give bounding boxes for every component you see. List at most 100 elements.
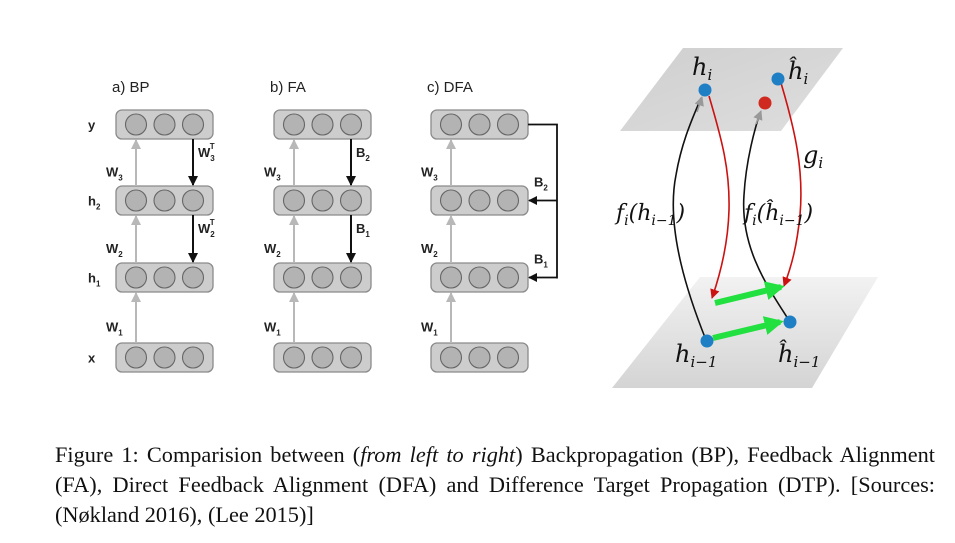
forward-weight-label: W2	[421, 241, 438, 259]
g-inverse-arrow	[780, 82, 802, 287]
node-h-prev	[700, 334, 714, 348]
neuron	[496, 266, 520, 289]
neuron	[311, 266, 334, 289]
neuron	[339, 189, 363, 212]
forward-arrow-h-tip	[694, 96, 704, 113]
forward-arrow-h	[672, 97, 707, 341]
neuron	[282, 113, 306, 136]
label-f-left: fi(hi−1)	[614, 201, 685, 229]
layer-box	[273, 185, 372, 216]
feedback-weight-label: W3T	[198, 142, 215, 163]
layer-box	[273, 342, 372, 373]
neuron	[282, 189, 306, 212]
neuron	[282, 266, 306, 289]
forward-weight-label: W1	[421, 320, 438, 338]
neuron	[153, 266, 176, 289]
forward-weight-label: W3	[106, 165, 123, 183]
label-hhat-i: ĥi	[788, 56, 808, 88]
target-arrow-left	[708, 95, 730, 299]
forward-arrow-hhat-tip	[753, 110, 763, 125]
figure-caption: Figure 1: Comparision between (from left…	[55, 440, 935, 530]
neuron	[339, 266, 363, 289]
layer-box	[273, 262, 372, 293]
neuron	[124, 346, 148, 369]
label-f-right: fi(ĥi−1)	[742, 199, 813, 229]
green-arrow-top	[714, 281, 785, 306]
panel-title: c) DFA	[427, 79, 473, 96]
feedback-weight-label: W2T	[198, 218, 215, 239]
label-h-i: hi	[692, 53, 712, 84]
neuron	[496, 113, 520, 136]
neuron	[282, 346, 306, 369]
node-hhat-prev	[783, 315, 797, 329]
green-arrow-bottom	[712, 316, 784, 341]
layer-box	[430, 342, 529, 373]
neuron	[153, 346, 176, 369]
neuron	[439, 346, 463, 369]
panel-title: b) FA	[270, 79, 306, 96]
layer-box	[115, 185, 214, 216]
label-h-prev: hi−1	[675, 340, 717, 371]
caption-prefix: Figure 1: Comparision between (	[55, 442, 361, 467]
label-hhat-prev: ĥi−1	[778, 339, 820, 371]
node-h-i	[698, 83, 712, 97]
forward-weight-label: W3	[264, 165, 281, 183]
forward-weight-label: W2	[264, 241, 281, 259]
neuron	[181, 346, 205, 369]
neuron	[468, 346, 491, 369]
layer-box	[430, 109, 529, 140]
layer-label: h2	[88, 194, 101, 212]
layer-label: y	[88, 118, 96, 133]
panel-title: a) BP	[112, 79, 150, 96]
layer-box	[273, 109, 372, 140]
neuron	[496, 189, 520, 212]
layer-box	[115, 109, 214, 140]
layer-box	[430, 262, 529, 293]
neuron	[311, 189, 334, 212]
neuron	[124, 113, 148, 136]
neuron	[339, 113, 363, 136]
neuron	[181, 113, 205, 136]
layer-label: x	[88, 351, 96, 366]
feedback-weight-label: B1	[534, 252, 548, 270]
forward-weight-label: W1	[106, 320, 123, 338]
forward-weight-label: W3	[421, 165, 438, 183]
neuron	[468, 189, 491, 212]
neuron	[153, 189, 176, 212]
neuron	[439, 266, 463, 289]
feedback-weight-label: B2	[356, 145, 370, 163]
layer-label: h1	[88, 271, 101, 289]
neuron	[181, 266, 205, 289]
forward-weight-label: W1	[264, 320, 281, 338]
caption-suffix: ) Backpropagation (BP), Feed­back Alignm…	[55, 442, 935, 527]
neuron	[439, 189, 463, 212]
node-target-red	[758, 96, 772, 110]
forward-weight-label: W2	[106, 241, 123, 259]
feedback-weight-label: B2	[534, 175, 548, 193]
neuron	[439, 113, 463, 136]
neuron	[124, 189, 148, 212]
top-plane	[620, 48, 843, 131]
neuron	[311, 113, 334, 136]
layer-box	[430, 185, 529, 216]
direct-feedback-line	[528, 123, 558, 279]
layer-box	[115, 342, 214, 373]
neuron	[468, 113, 491, 136]
neuron	[496, 346, 520, 369]
layer-box	[115, 262, 214, 293]
label-g-i: gi	[803, 141, 823, 172]
dtp-diagram: hi ĥi gi fi(hi−1) fi(ĥi−1) hi−1 ĥi−1	[612, 48, 878, 388]
neuron	[339, 346, 363, 369]
node-hhat-i	[771, 72, 785, 86]
neuron	[468, 266, 491, 289]
neuron	[124, 266, 148, 289]
caption-italic: from left to right	[360, 442, 516, 467]
feedback-weight-label: B1	[356, 221, 370, 239]
neuron	[311, 346, 334, 369]
neuron	[181, 189, 205, 212]
